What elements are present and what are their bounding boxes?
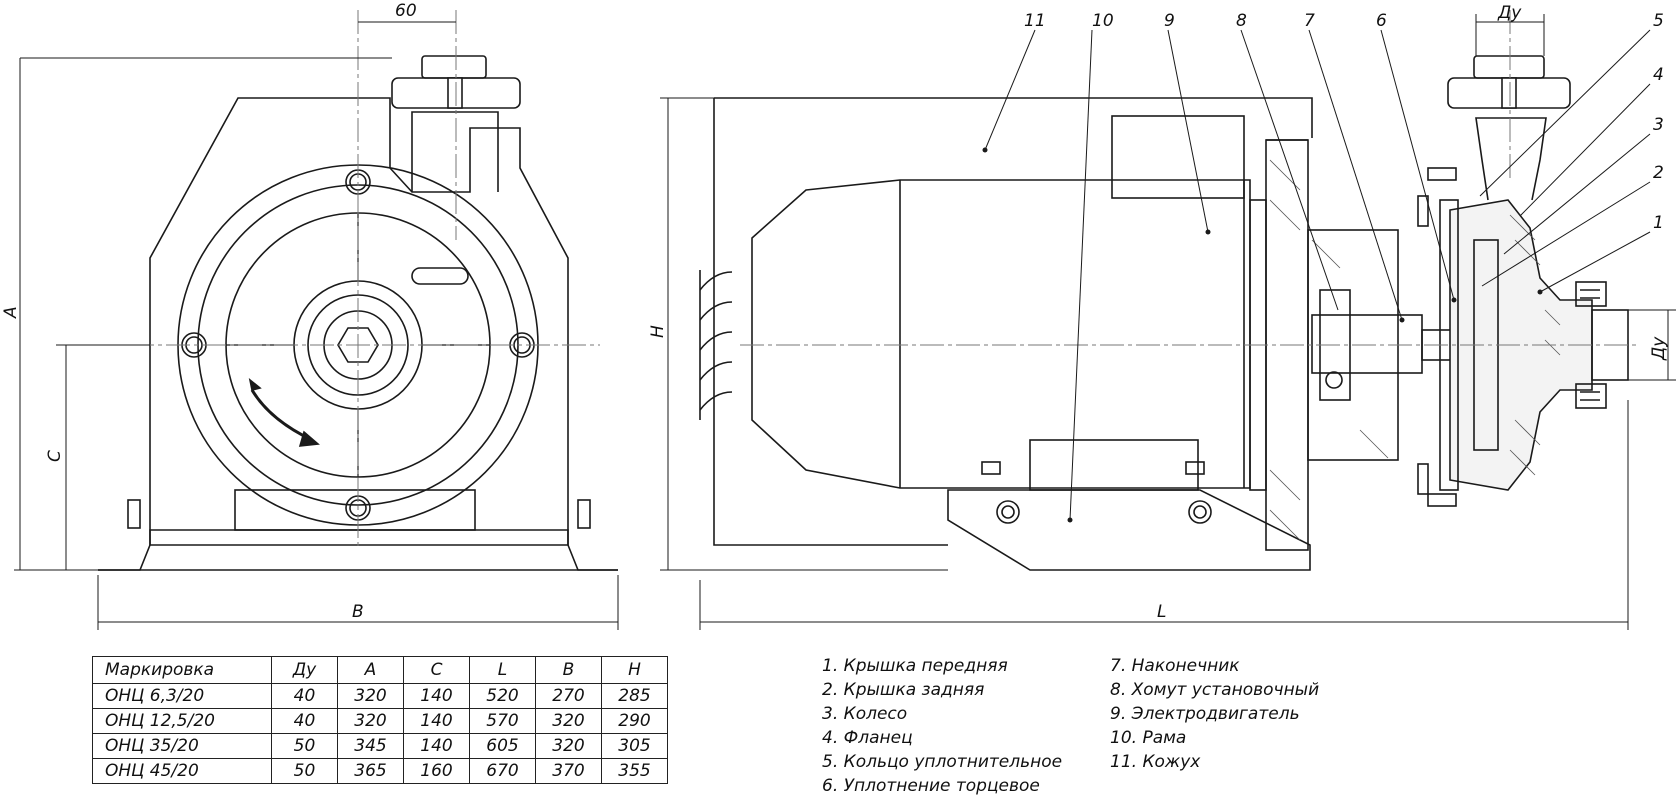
table-cell: 305	[601, 733, 668, 759]
callout-7: 7	[1304, 11, 1315, 31]
table-cell: 140	[403, 708, 470, 734]
callout-6: 6	[1376, 11, 1387, 31]
side-outlet-neck	[1475, 117, 1547, 201]
legend-item: 11. Кожух	[1110, 752, 1201, 772]
table-cell: 140	[403, 683, 470, 709]
pump-casing	[1449, 199, 1593, 491]
front-view	[98, 10, 618, 571]
legend-item: 4. Фланец	[822, 728, 913, 748]
dim-b-label: B	[352, 602, 364, 622]
legend-item: 5. Кольцо уплотнительное	[822, 752, 1063, 772]
table-header-row: Маркировка Ду A C L B H	[92, 656, 668, 684]
front-label-plate	[411, 267, 469, 285]
legend-item: 10. Рама	[1110, 728, 1187, 748]
motor-terminal-box	[1111, 115, 1245, 199]
table-cell: 320	[337, 683, 404, 709]
table-cell: 285	[601, 683, 668, 709]
motor-body	[751, 179, 1251, 489]
callout-numbers: 11 10 9 8 7 6 5 4 3 2 1	[1024, 11, 1664, 233]
table-cell: 570	[469, 708, 536, 734]
dim-60-label: 60	[395, 1, 417, 21]
parts-legend-left: 1. Крышка передняя 2. Крышка задняя 3. К…	[822, 654, 1062, 798]
table-cell: ОНЦ 6,3/20	[92, 683, 272, 709]
dim-a-label: A	[1, 306, 21, 319]
table-cell: 50	[271, 733, 338, 759]
table-row: ОНЦ 12,5/20 40 320 140 570 320 290	[92, 708, 668, 734]
dim-du-right-label: Ду	[1649, 336, 1669, 361]
table-cell: 50	[271, 758, 338, 784]
shaft	[1311, 314, 1423, 374]
header-a: A	[337, 656, 404, 684]
legend-item: 8. Хомут установочный	[1110, 680, 1320, 700]
table-cell: 40	[271, 708, 338, 734]
table-cell: 670	[469, 758, 536, 784]
callout-5: 5	[1653, 11, 1664, 31]
frame	[947, 489, 1311, 571]
dim-l-label: L	[1157, 602, 1166, 622]
header-h: H	[601, 656, 668, 684]
header-l: L	[469, 656, 536, 684]
table-cell: 365	[337, 758, 404, 784]
table-cell: ОНЦ 45/20	[92, 758, 272, 784]
table-cell: ОНЦ 35/20	[92, 733, 272, 759]
table-cell: 320	[535, 708, 602, 734]
header-c: C	[403, 656, 470, 684]
table-cell: 270	[535, 683, 602, 709]
front-outlet-neck	[411, 111, 499, 192]
hatching	[1269, 159, 1561, 541]
table-cell: 605	[469, 733, 536, 759]
legend-item: 1. Крышка передняя	[822, 656, 1008, 676]
legend-item: 2. Крышка задняя	[822, 680, 985, 700]
dim-h-label: H	[648, 325, 668, 338]
dim-du-top-label: Ду	[1497, 3, 1522, 23]
dim-c-label: C	[45, 450, 65, 462]
table-cell: 290	[601, 708, 668, 734]
table-cell: 520	[469, 683, 536, 709]
table-cell: 140	[403, 733, 470, 759]
table-cell: ОНЦ 12,5/20	[92, 708, 272, 734]
legend-item: 6. Уплотнение торцевое	[822, 776, 1040, 796]
callout-10: 10	[1092, 11, 1114, 31]
front-bolts	[181, 169, 535, 521]
header-du: Ду	[271, 656, 338, 684]
table-cell: 370	[535, 758, 602, 784]
parts-legend-right: 7. Наконечник 8. Хомут установочный 9. Э…	[1110, 654, 1319, 774]
table-row: ОНЦ 6,3/20 40 320 140 520 270 285	[92, 683, 668, 709]
side-dimensions	[660, 14, 1676, 630]
header-marking: Маркировка	[92, 656, 272, 684]
table-cell: 345	[337, 733, 404, 759]
front-dimensions	[14, 21, 619, 630]
legend-item: 7. Наконечник	[1110, 656, 1240, 676]
callout-9: 9	[1164, 11, 1175, 31]
table-cell: 320	[535, 733, 602, 759]
front-housing	[149, 97, 569, 546]
table-cell: 40	[271, 683, 338, 709]
table-cell: 355	[601, 758, 668, 784]
side-view	[699, 10, 1640, 571]
table-row: ОНЦ 35/20 50 345 140 605 320 305	[92, 733, 668, 759]
front-bottom-block	[234, 489, 476, 531]
callout-4: 4	[1653, 65, 1664, 85]
spec-table: Маркировка Ду A C L B H ОНЦ 6,3/20 40 32…	[92, 656, 668, 784]
table-cell: 160	[403, 758, 470, 784]
table-cell: 320	[337, 708, 404, 734]
callout-3: 3	[1653, 115, 1664, 135]
motor-fins	[699, 270, 733, 420]
callout-8: 8	[1236, 11, 1247, 31]
legend-item: 3. Колесо	[822, 704, 908, 724]
callout-1: 1	[1653, 213, 1664, 233]
callout-11: 11	[1024, 11, 1046, 31]
guard-cover	[713, 97, 1313, 546]
callout-2: 2	[1653, 163, 1664, 183]
rotation-arrow	[250, 389, 313, 442]
legend-item: 9. Электродвигатель	[1110, 704, 1300, 724]
table-row: ОНЦ 45/20 50 365 160 670 370 355	[92, 758, 668, 784]
header-b: B	[535, 656, 602, 684]
callout-leaders	[984, 29, 1651, 521]
